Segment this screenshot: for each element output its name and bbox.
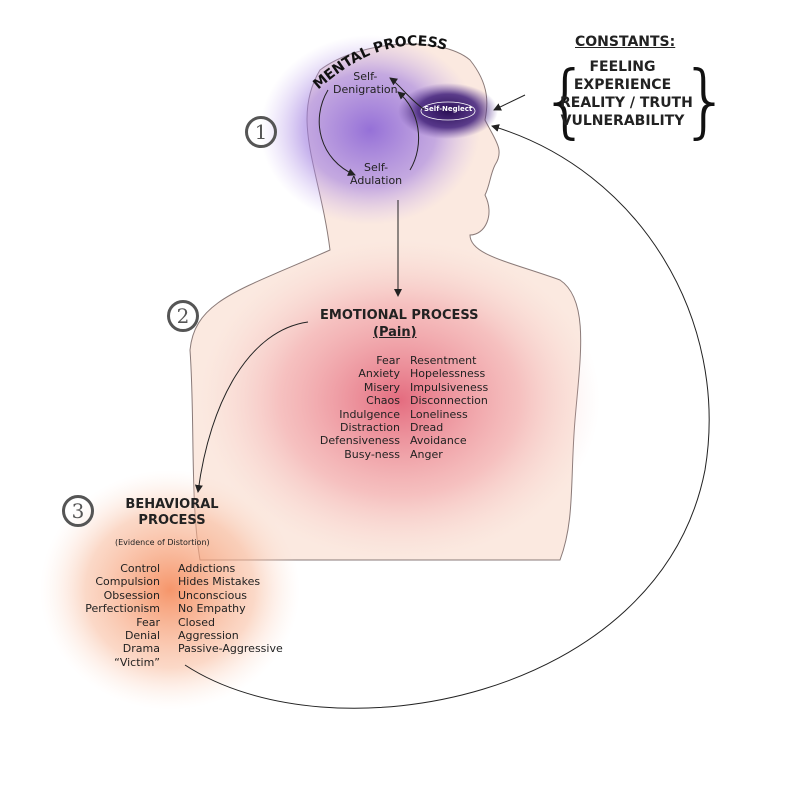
self-neglect-label: Self-Neglect: [424, 105, 473, 113]
behavioral-glow: [40, 470, 300, 710]
list-item: Defensiveness: [319, 434, 400, 448]
right-brace: }: [680, 54, 731, 147]
list-item: No Empathy: [178, 602, 246, 616]
emotional-glow: [200, 240, 600, 560]
list-item: Denial: [124, 629, 160, 643]
list-item: “Victim”: [114, 655, 160, 669]
constant-item: FEELING: [589, 59, 656, 75]
list-item: Loneliness: [410, 407, 468, 421]
list-item: Unconscious: [178, 588, 248, 602]
list-item: Chaos: [366, 394, 400, 408]
step-1-badge: 1: [245, 116, 277, 148]
list-item: Drama: [122, 642, 160, 656]
arrow-constants-to-head: [493, 94, 526, 111]
self-neglect-oval: [420, 101, 476, 121]
behavioral-title: BEHAVIORAL PROCESS: [125, 497, 219, 528]
list-item: Addictions: [178, 562, 236, 575]
constant-item: EXPERIENCE: [573, 77, 672, 93]
list-item: Control: [120, 562, 160, 575]
list-item: Fear: [376, 354, 400, 367]
list-item: Dread: [410, 421, 444, 435]
emotional-title: EMOTIONAL PROCESS: [320, 308, 479, 323]
list-item: Anger: [410, 447, 443, 461]
emotional-subtitle: (Pain): [373, 325, 417, 340]
list-item: Closed: [178, 615, 215, 629]
list-item: Fear: [136, 615, 160, 629]
self-denigration-label: Self- Denigration: [333, 70, 398, 96]
constants-list: FEELING EXPERIENCE REALITY / TRUTH VULNE…: [560, 58, 693, 130]
step-2-badge: 2: [167, 300, 199, 332]
list-item: Distraction: [340, 421, 400, 435]
list-item: Misery: [363, 380, 400, 394]
list-item: Avoidance: [410, 434, 467, 448]
step-3-badge: 3: [62, 495, 94, 527]
constant-item: VULNERABILITY: [560, 113, 685, 129]
list-item: Perfectionism: [85, 602, 160, 616]
list-item: Obsession: [103, 588, 160, 602]
arrow-adulation-to-denigration: [397, 91, 420, 171]
constants-title: CONSTANTS:: [575, 34, 676, 50]
list-item: Passive-Aggressive: [178, 642, 283, 656]
self-adulation-label: Self- Adulation: [350, 161, 403, 187]
constant-item: REALITY / TRUTH: [560, 95, 693, 111]
behavioral-subtitle: (Evidence of Distortion): [115, 538, 210, 547]
list-item: Hopelessness: [410, 367, 486, 381]
arrow-emotional-to-behavioral: [194, 321, 309, 493]
left-brace: {: [540, 54, 591, 147]
list-item: Aggression: [178, 629, 239, 643]
list-item: Compulsion: [95, 575, 160, 589]
self-neglect-glow: [398, 83, 498, 139]
mental-glow: [260, 35, 480, 225]
list-item: Disconnection: [410, 394, 488, 408]
list-item: Indulgence: [339, 407, 400, 421]
list-item: Impulsiveness: [410, 380, 489, 394]
arrow-denigration-to-adulation: [318, 89, 356, 176]
list-item: Resentment: [410, 354, 477, 367]
list-item: Hides Mistakes: [178, 575, 261, 589]
list-item: Anxiety: [358, 367, 400, 381]
arrow-behavioral-to-mental: [184, 124, 710, 709]
list-item: Busy-ness: [344, 447, 400, 461]
